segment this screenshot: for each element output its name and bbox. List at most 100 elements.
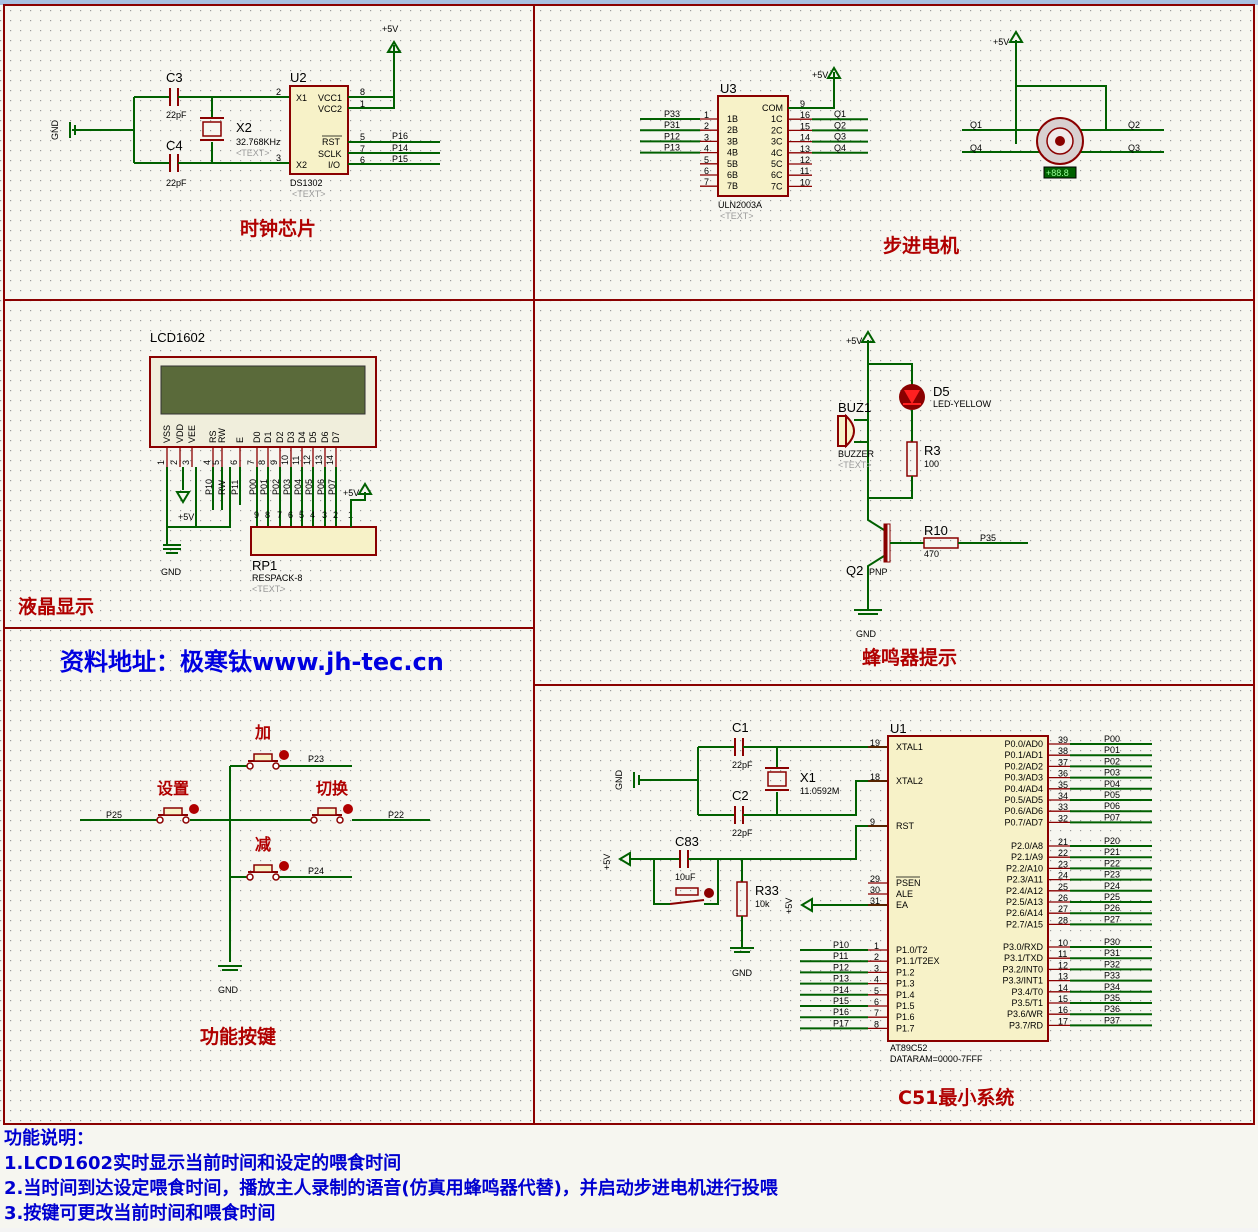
window-top-edge bbox=[0, 0, 1258, 5]
mcu-p1-pin-label: P1.1/T2EX bbox=[896, 956, 940, 966]
mcu-p2-pin-num: 23 bbox=[1058, 859, 1068, 869]
mcu-p0-pin-label: P0.6/AD6 bbox=[1004, 806, 1043, 816]
buzzer-gnd-label: GND bbox=[856, 629, 877, 639]
description-line-3: 3.按键可更改当前时间和喂食时间 bbox=[4, 1203, 276, 1224]
at89c52-chip[interactable] bbox=[887, 735, 1049, 1042]
lcd-pin-label: VEE bbox=[187, 425, 197, 443]
mcu-p3-pin-label: P3.7/RD bbox=[1009, 1020, 1044, 1030]
uln-in-pin-label: 7B bbox=[727, 181, 738, 191]
mcu-p1-pin-label: P1.4 bbox=[896, 990, 915, 1000]
ds1302-chip[interactable] bbox=[289, 85, 349, 175]
lcd-gnd-label: GND bbox=[161, 567, 182, 577]
motor-net-q2: Q2 bbox=[1128, 120, 1140, 130]
resource-link-text[interactable]: 资料地址：极寒钛www.jh-tec.cn bbox=[60, 648, 444, 676]
rp-pin-num: 4 bbox=[310, 510, 315, 520]
stepper-circuit: U3 ULN2003A <TEXT> 1B1P332B2P313B3P124B4… bbox=[640, 30, 1164, 221]
buz1-label: BUZ1 bbox=[838, 400, 871, 415]
lcd-pin-label: D1 bbox=[263, 431, 273, 443]
lcd-net-label: P03 bbox=[282, 479, 292, 495]
rp-pin-num: 3 bbox=[322, 510, 327, 520]
uln-out-pin-label: 3C bbox=[771, 137, 783, 147]
mcu-p0-net: P05 bbox=[1104, 790, 1120, 800]
uln-out-pin-label: 4C bbox=[771, 148, 783, 158]
section-title-buzzer: 蜂鸣器提示 bbox=[862, 646, 957, 669]
push-button-0[interactable] bbox=[253, 753, 273, 762]
ds-num-7: 7 bbox=[360, 144, 365, 154]
uln-out-pin-num: 9 bbox=[800, 99, 805, 109]
uln-in-net-label: P12 bbox=[664, 131, 680, 141]
lcd-net-label: P07 bbox=[327, 479, 337, 495]
keys-circuit: GND 加 设置 切换 减 P23 P25 P22 P24 bbox=[80, 723, 430, 995]
mcu-p0-pin-num: 35 bbox=[1058, 780, 1068, 790]
lcd-net-label: P00 bbox=[248, 479, 258, 495]
ds-vcc-label: +5V bbox=[382, 24, 398, 34]
lcd-pin-label: D7 bbox=[331, 431, 341, 443]
r10-label: R10 bbox=[924, 523, 948, 538]
x2-label: X2 bbox=[236, 120, 252, 135]
mcu-p0-net: P00 bbox=[1104, 734, 1120, 744]
r33-label: R33 bbox=[755, 883, 779, 898]
uln-in-pin-label: 1B bbox=[727, 114, 738, 124]
description-line-1: 1.LCD1602实时显示当前时间和设定的喂食时间 bbox=[4, 1153, 402, 1174]
r10-value: 470 bbox=[924, 549, 939, 559]
buzzer-icon[interactable] bbox=[837, 413, 855, 449]
rp-pin-num: 8 bbox=[265, 510, 270, 520]
push-button-2[interactable] bbox=[317, 807, 337, 816]
push-button-3[interactable] bbox=[253, 864, 273, 873]
mcu-p1-net: P16 bbox=[833, 1007, 849, 1017]
mcu-p3-net: P32 bbox=[1104, 959, 1120, 969]
key-net-p22: P22 bbox=[388, 810, 404, 820]
switch-contact bbox=[272, 873, 280, 881]
ds-num-6: 6 bbox=[360, 155, 365, 165]
mcu-p3-pin-label: P3.2/INT0 bbox=[1002, 964, 1043, 974]
mcu-p0-net: P04 bbox=[1104, 779, 1120, 789]
u2-label: U2 bbox=[290, 70, 307, 85]
mcu-p2-pin-num: 24 bbox=[1058, 871, 1068, 881]
uln2003-chip[interactable] bbox=[717, 95, 789, 197]
c1-label: C1 bbox=[732, 720, 749, 735]
mcu-p1-net: P10 bbox=[833, 940, 849, 950]
uln-in-pin-num: 6 bbox=[704, 166, 709, 176]
mcu-p1-net: P14 bbox=[833, 985, 849, 995]
c2-value: 22pF bbox=[732, 828, 753, 838]
rp-pin-num: 5 bbox=[299, 510, 304, 520]
mcu-p1-pin-num: 7 bbox=[874, 1008, 879, 1018]
lcd-net-p10: P10 bbox=[204, 479, 214, 495]
mcu-p2-net: P23 bbox=[1104, 870, 1120, 880]
u1-part: AT89C52 bbox=[890, 1043, 927, 1053]
mcu-p1-pin-num: 2 bbox=[874, 952, 879, 962]
rp-pin-num: 7 bbox=[277, 510, 282, 520]
lcd-pin-label: D2 bbox=[275, 431, 285, 443]
lcd-pin-num: 13 bbox=[314, 455, 324, 465]
buzzer-circuit: +5V D5 LED-YELLOW R3 100 BUZ1 BUZZER <TE… bbox=[837, 330, 1028, 639]
mcu-p2-pin-label: P2.7/A15 bbox=[1006, 919, 1043, 929]
mcu-p1-net: P11 bbox=[833, 951, 848, 961]
motor-net-q1: Q1 bbox=[970, 120, 982, 130]
mcu-p2-pin-label: P2.1/A9 bbox=[1011, 852, 1043, 862]
u3-label: U3 bbox=[720, 81, 737, 96]
lcd-ref: LCD1602 bbox=[150, 330, 205, 345]
section-title-lcd: 液晶显示 bbox=[18, 595, 94, 618]
mcu-ctrl-pin-num: 19 bbox=[870, 738, 880, 748]
mcu-p3-pin-num: 17 bbox=[1058, 1016, 1068, 1026]
push-button-1[interactable] bbox=[163, 807, 183, 816]
x2-text-tag: <TEXT> bbox=[236, 148, 270, 158]
c3-label: C3 bbox=[166, 70, 183, 85]
buzzer-vcc-label: +5V bbox=[846, 336, 862, 346]
mcu-p3-pin-num: 14 bbox=[1058, 983, 1068, 993]
lcd-pin-label: D5 bbox=[308, 431, 318, 443]
mcu-vcc1-label: +5V bbox=[602, 854, 612, 870]
mcu-p2-pin-num: 27 bbox=[1058, 904, 1068, 914]
mcu-p2-pin-label: P2.3/A11 bbox=[1007, 875, 1043, 885]
motor-readout: +88.8 bbox=[1046, 168, 1069, 178]
lcd-vcc-label: +5V bbox=[178, 512, 194, 522]
rp-pin-num: 6 bbox=[288, 510, 293, 520]
key-set-label: 设置 bbox=[157, 779, 189, 798]
mcu-p2-pin-num: 28 bbox=[1058, 915, 1068, 925]
mcu-p1-pin-num: 4 bbox=[874, 975, 879, 985]
key-net-p24: P24 bbox=[308, 866, 324, 876]
mcu-p2-pin-num: 25 bbox=[1058, 882, 1068, 892]
rp1-resistor-pack[interactable] bbox=[250, 526, 377, 556]
